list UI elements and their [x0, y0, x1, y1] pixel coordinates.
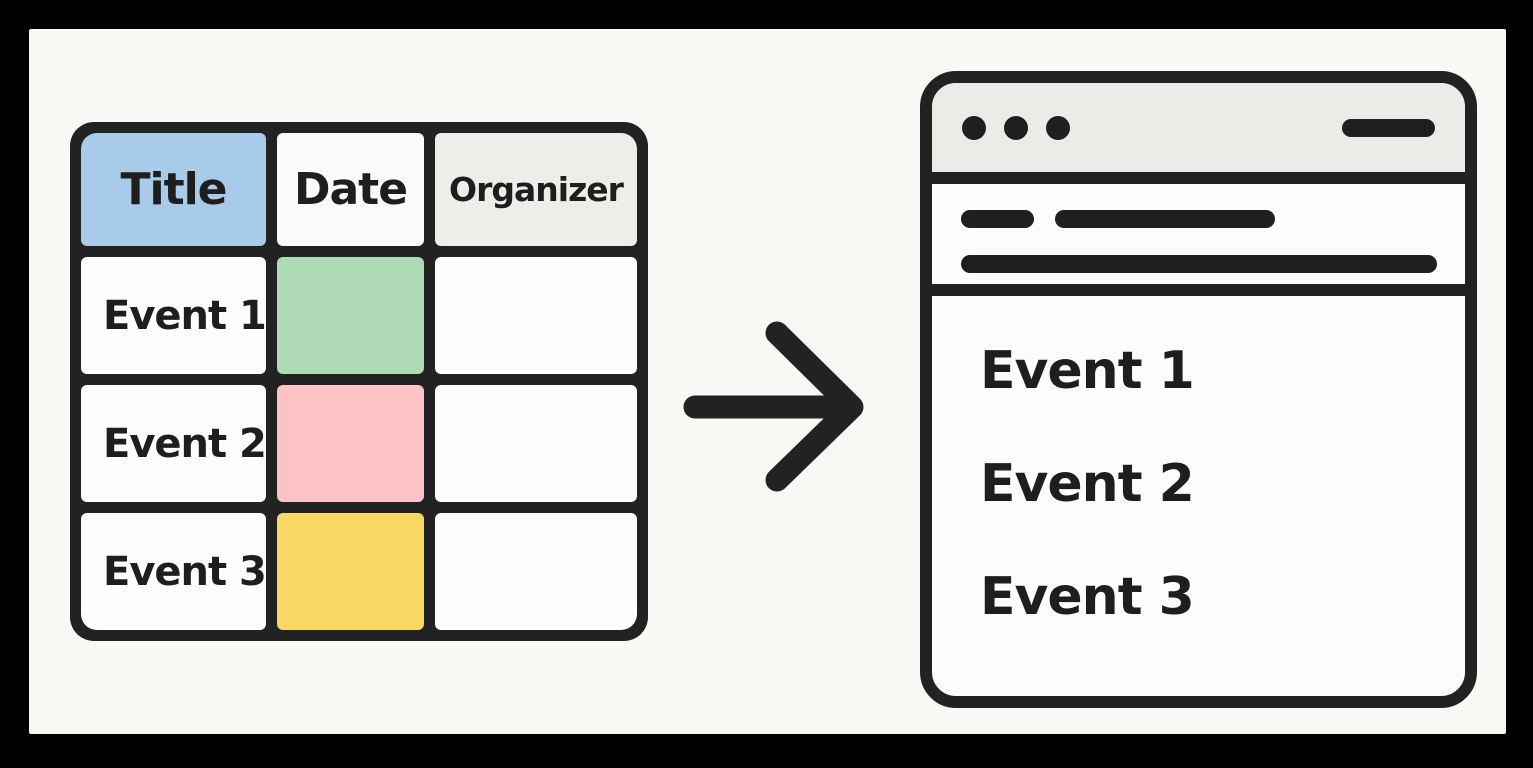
nav-placeholder-line-short [961, 210, 1034, 228]
table-row-organizer-cell [435, 385, 637, 502]
table-row-date-cell [277, 513, 424, 630]
illustration-canvas: Title Date Organizer Event 1 Event 2 Eve… [29, 29, 1506, 734]
table-row-organizer-cell [435, 257, 637, 374]
table-row-title-cell: Event 2 [81, 385, 266, 502]
browser-titlebar [932, 83, 1465, 184]
right-arrow-path [683, 321, 864, 492]
table-header-date: Date [277, 133, 424, 246]
event-list-item: Event 3 [980, 567, 1195, 627]
window-dot-icon [1046, 115, 1070, 140]
table-row-title-cell: Event 3 [81, 513, 266, 630]
table-row-date-cell [277, 385, 424, 502]
table-row-title-cell: Event 1 [81, 257, 266, 374]
window-controls-dots-icon [962, 115, 1070, 140]
table-row-organizer-cell [435, 513, 637, 630]
window-dot-icon [1004, 115, 1028, 140]
browser-window: Event 1 Event 2 Event 3 [920, 71, 1477, 708]
window-dot-icon [962, 115, 986, 140]
table-row-date-cell [277, 257, 424, 374]
menu-bar-icon [1342, 118, 1435, 137]
browser-nav-section [932, 184, 1465, 296]
event-list-item: Event 2 [980, 454, 1195, 514]
right-arrow-icon [683, 321, 864, 492]
table-header-organizer: Organizer [435, 133, 637, 246]
nav-placeholder-line-long [961, 255, 1437, 273]
event-list-item: Event 1 [980, 341, 1195, 401]
nav-placeholder-line-medium [1055, 210, 1275, 228]
table-header-title: Title [81, 133, 266, 246]
browser-content: Event 1 Event 2 Event 3 [932, 296, 1465, 696]
events-table: Title Date Organizer Event 1 Event 2 Eve… [70, 122, 648, 641]
